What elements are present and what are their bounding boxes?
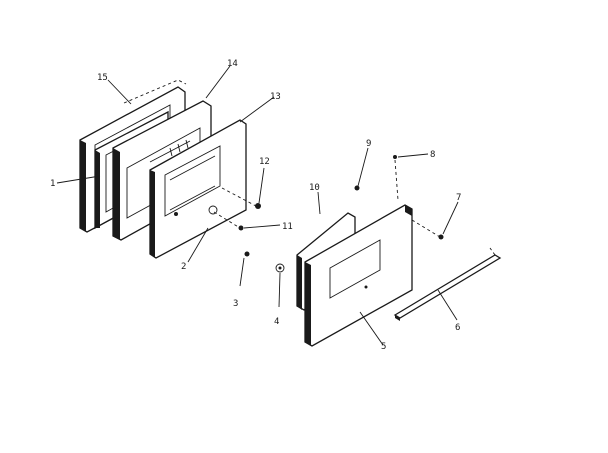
part-13-outer-panel [149, 119, 247, 259]
callout-12: 12 [259, 157, 270, 167]
callout-9: 9 [366, 139, 371, 149]
callout-10: 10 [309, 183, 320, 193]
part-3-screw [239, 251, 250, 287]
callout-8: 8 [430, 150, 435, 160]
part-8-screw [393, 153, 429, 201]
callout-11: 11 [282, 222, 293, 232]
callout-1: 1 [50, 179, 55, 189]
callout-15: 15 [97, 73, 108, 83]
part-7-screw [411, 201, 459, 240]
callout-6: 6 [455, 323, 460, 333]
callout-3: 3 [233, 299, 238, 309]
part-12-screw [221, 167, 265, 209]
part-5-outer-door [304, 204, 413, 347]
callout-13: 13 [270, 92, 281, 102]
part-6-trim-strip [393, 247, 502, 321]
callout-2: 2 [181, 262, 186, 272]
callout-7: 7 [456, 193, 461, 203]
callout-4: 4 [274, 317, 279, 327]
part-4-bumper [275, 263, 285, 308]
part-11-screw [213, 211, 281, 231]
part-9-screw [354, 147, 369, 191]
callout-5: 5 [381, 342, 386, 352]
callout-14: 14 [227, 59, 238, 69]
